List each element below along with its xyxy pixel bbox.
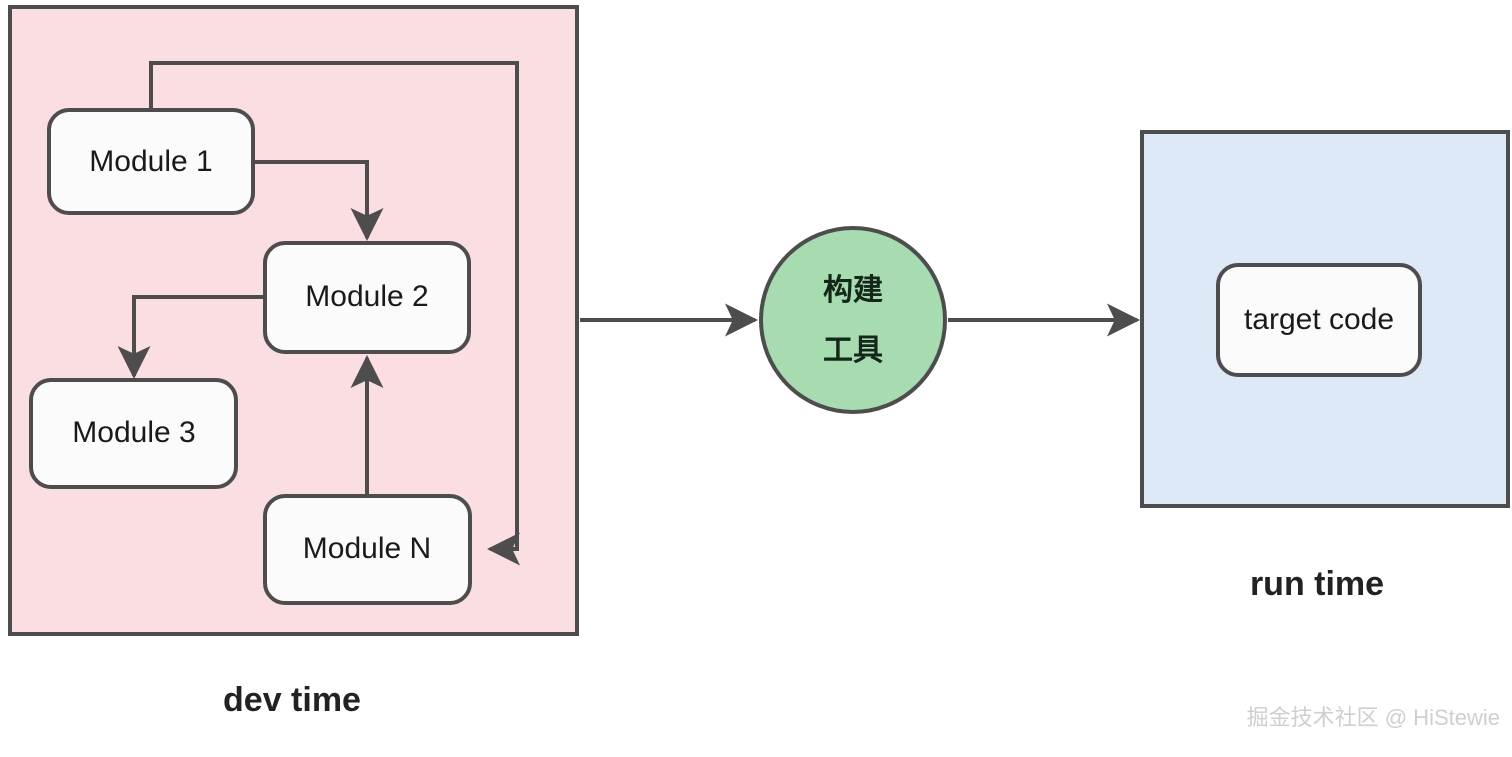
edge-module1-to-module2 [253,160,384,241]
watermark-label: 掘金技术社区 @ HiStewie [1247,705,1500,730]
module-1-box[interactable] [47,108,255,215]
module-n-box[interactable] [263,494,472,605]
module-3-node[interactable]: Module 3 [29,378,238,489]
module-2-node[interactable]: Module 2 [263,241,471,354]
module-n-label: Module N [303,532,431,565]
module-3-label: Module 3 [72,416,195,449]
target-code-label: target code [1244,303,1394,336]
target-code-node[interactable]: target code [1216,263,1422,377]
build-tool-circle[interactable] [759,226,947,414]
edge-module2-to-module3 [117,295,265,379]
target-code-box[interactable] [1216,263,1422,377]
dev-time-caption: dev time [223,681,361,719]
build-tool-node[interactable]: 构建 工具 [759,226,947,414]
module-1-label: Module 1 [89,145,212,178]
edge-module1-to-modulen [149,61,520,566]
module-n-node[interactable]: Module N [263,494,472,605]
module-2-label: Module 2 [305,280,428,313]
build-tool-label-line-2: 工具 [823,334,883,367]
module-3-box[interactable] [29,378,238,489]
module-1-node[interactable]: Module 1 [47,108,255,215]
run-time-caption: run time [1250,565,1384,603]
build-tool-label-line-1: 构建 [823,274,883,307]
dev-zone-edges [117,61,520,566]
module-2-box[interactable] [263,241,471,354]
